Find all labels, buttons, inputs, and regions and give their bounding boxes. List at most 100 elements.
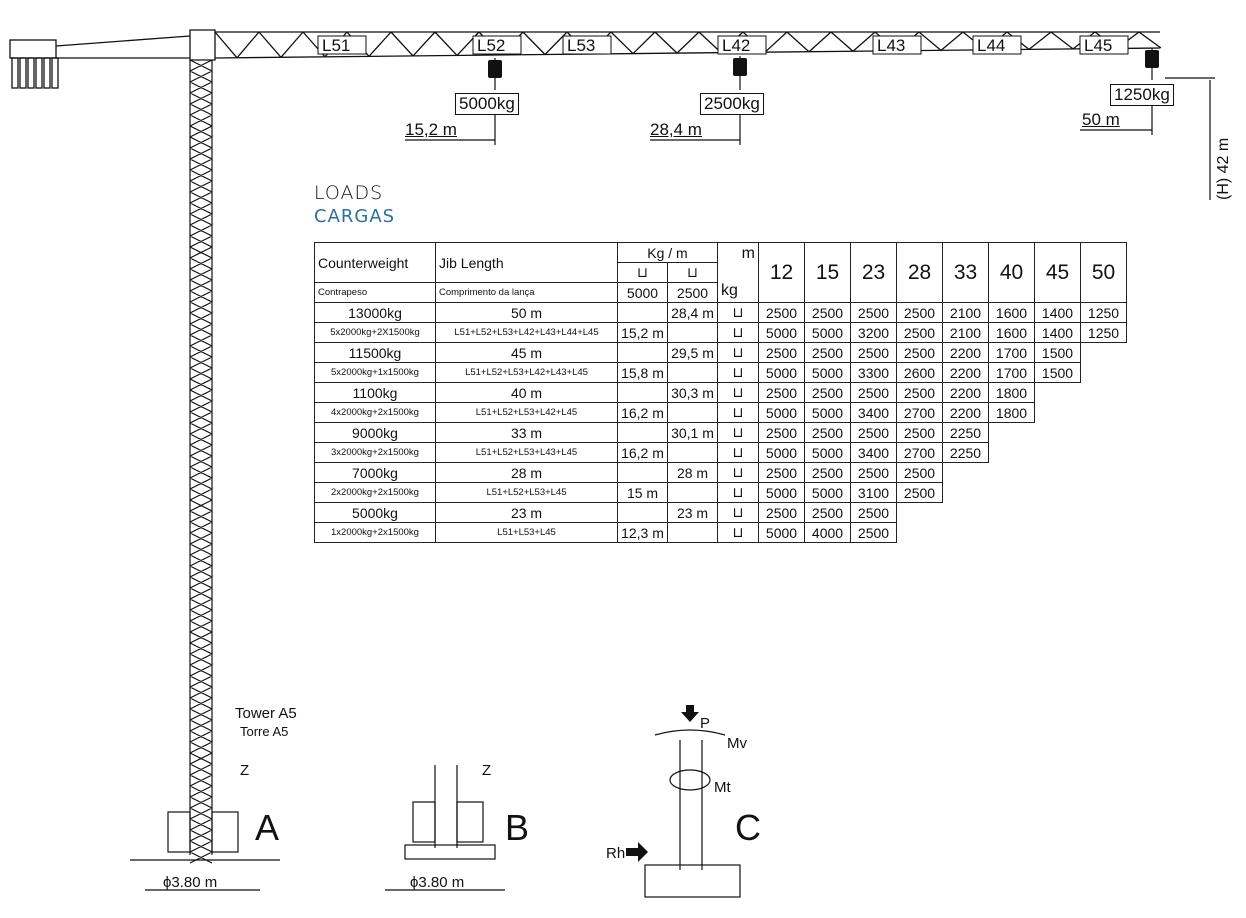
capacity-cell: 2500 xyxy=(758,382,805,403)
empty-cell xyxy=(667,442,718,463)
hook-load-3: 1250kg xyxy=(1110,84,1174,106)
counterweight-stack xyxy=(11,57,59,89)
capacity-cell: 5000 xyxy=(758,362,805,383)
radius-5000-cell: 16,2 m xyxy=(617,402,668,423)
capacity-cell: 2500 xyxy=(850,462,897,483)
jib-length-cell: 28 m xyxy=(435,462,618,483)
counterweight-detail-cell: 1x2000kg+2x1500kg xyxy=(314,522,436,543)
capacity-cell: 2500 xyxy=(896,482,943,503)
th-contrapeso: Contrapeso xyxy=(314,282,436,303)
radius-header: 23 xyxy=(850,242,897,303)
capacity-cell: 2500 xyxy=(758,302,805,323)
capacity-cell: 2200 xyxy=(942,362,989,383)
capacity-cell: 1600 xyxy=(988,322,1035,343)
capacity-cell: 1250 xyxy=(1080,302,1127,323)
capacity-cell: 5000 xyxy=(804,402,851,423)
radius-header: 28 xyxy=(896,242,943,303)
radius-dim-1: 15,2 m xyxy=(405,120,457,139)
cargas-heading: CARGAS xyxy=(314,206,396,227)
capacity-cell: 2500 xyxy=(850,382,897,403)
jib-length-cell: 33 m xyxy=(435,422,618,443)
capacity-cell: 5000 xyxy=(758,402,805,423)
jib-section-label: L51 xyxy=(322,36,350,55)
capacity-cell: 2500 xyxy=(896,462,943,483)
capacity-cell: 2500 xyxy=(804,302,851,323)
jib-section-box xyxy=(717,35,767,55)
empty-cell xyxy=(667,482,718,503)
counterweight-detail-cell: 5x2000kg+1x1500kg xyxy=(314,362,436,383)
counterweight-cell: 13000kg xyxy=(314,302,436,323)
empty-cell xyxy=(617,342,668,363)
empty-cell xyxy=(667,522,718,543)
capacity-cell: 2500 xyxy=(896,322,943,343)
radius-header: 45 xyxy=(1034,242,1081,303)
capacity-cell: 1400 xyxy=(1034,302,1081,323)
hook-icon: ⊔ xyxy=(717,522,759,543)
th-jib: Jib Length xyxy=(435,242,618,283)
capacity-cell: 2700 xyxy=(896,442,943,463)
radius-header: 50 xyxy=(1080,242,1127,303)
radius-2500-cell: 30,3 m xyxy=(667,382,718,403)
jib-section-box xyxy=(972,35,1022,55)
jib-length-cell: 50 m xyxy=(435,302,618,323)
radius-5000-cell: 16,2 m xyxy=(617,442,668,463)
th-m-kg: m kg xyxy=(717,242,759,303)
jib-detail-cell: L51+L52+L53+L43+L45 xyxy=(435,442,618,463)
th-comprimento: Comprimento da lança xyxy=(435,282,618,303)
capacity-cell: 5000 xyxy=(804,322,851,343)
empty-cell xyxy=(617,502,668,523)
capacity-cell: 2500 xyxy=(850,502,897,523)
th-kgm: Kg / m xyxy=(617,242,718,263)
hook-icon: ⊔ xyxy=(717,482,759,503)
capacity-cell: 3400 xyxy=(850,442,897,463)
capacity-cell: 3200 xyxy=(850,322,897,343)
capacity-cell: 2500 xyxy=(850,422,897,443)
jib-section-box xyxy=(562,35,612,55)
empty-cell xyxy=(667,322,718,343)
z-label-a: Z xyxy=(240,762,249,779)
radius-header: 33 xyxy=(942,242,989,303)
capacity-cell: 2250 xyxy=(942,442,989,463)
capacity-cell: 2500 xyxy=(804,342,851,363)
capacity-cell: 3400 xyxy=(850,402,897,423)
empty-cell xyxy=(617,382,668,403)
hook-icon xyxy=(1145,50,1159,68)
capacity-cell: 2500 xyxy=(804,382,851,403)
capacity-cell: 1700 xyxy=(988,342,1035,363)
capacity-cell: 2200 xyxy=(942,382,989,403)
capacity-cell: 1600 xyxy=(988,302,1035,323)
capacity-cell: 5000 xyxy=(758,322,805,343)
capacity-cell: 2200 xyxy=(942,342,989,363)
capacity-cell: 5000 xyxy=(804,362,851,383)
counterweight-cell: 7000kg xyxy=(314,462,436,483)
radius-header: 15 xyxy=(804,242,851,303)
capacity-cell: 2700 xyxy=(896,402,943,423)
hook-icon: ⊔ xyxy=(717,422,759,443)
radius-5000-cell: 15,2 m xyxy=(617,322,668,343)
radius-2500-cell: 23 m xyxy=(667,502,718,523)
jib-detail-cell: L51+L52+L53+L45 xyxy=(435,482,618,503)
th-counterweight: Counterweight xyxy=(314,242,436,283)
counterweight-cell: 9000kg xyxy=(314,422,436,443)
capacity-cell: 2500 xyxy=(850,522,897,543)
capacity-cell: 1800 xyxy=(988,402,1035,423)
jib-section-box xyxy=(317,35,367,55)
rh-arrow-icon xyxy=(626,842,648,862)
radius-5000-cell: 15 m xyxy=(617,482,668,503)
jib-section-box xyxy=(872,35,922,55)
jib-section-label: L53 xyxy=(567,36,595,55)
jib-section-box xyxy=(1079,35,1129,55)
tower-label: Tower A5 xyxy=(235,705,297,722)
radius-dim-3: 50 m xyxy=(1082,110,1120,129)
hook-icon: ⊔ xyxy=(717,382,759,403)
